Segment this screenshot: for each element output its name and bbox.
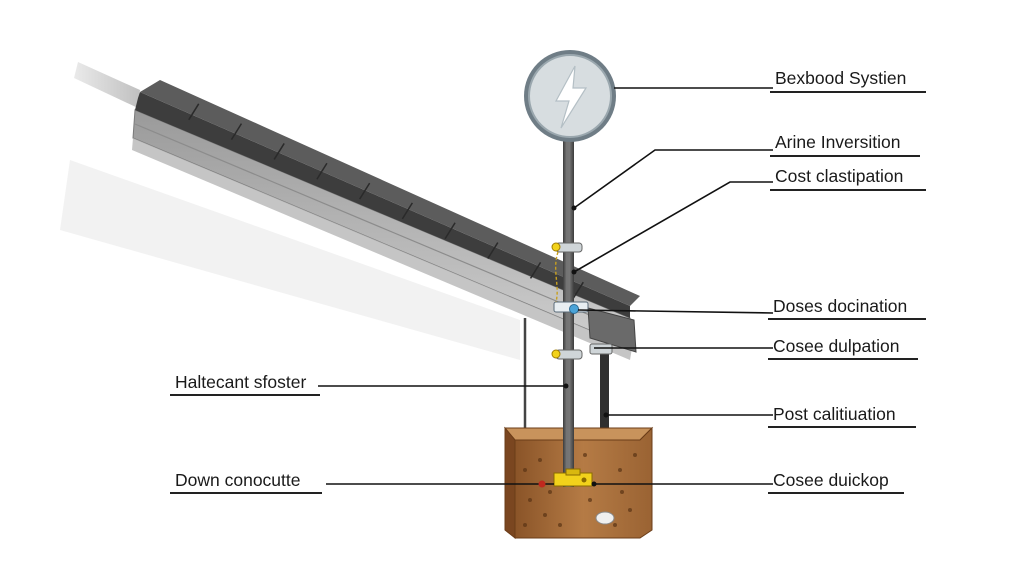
beam-supports: [523, 318, 609, 490]
rail-segment-joint: [487, 242, 499, 259]
underline: [768, 358, 918, 360]
soil-speck: [620, 490, 624, 494]
rail-extension: [74, 62, 140, 108]
leader-r3: [573, 181, 773, 273]
underline: [768, 492, 904, 494]
underline: [770, 91, 926, 93]
label-doses-docination: Doses docination: [773, 296, 908, 316]
rail-end: [587, 307, 637, 353]
rail-segment-joint: [188, 103, 200, 121]
leader-r2: [573, 149, 773, 209]
soil-speck: [538, 458, 542, 462]
leader-dots: [563, 205, 609, 487]
rail-segments: [188, 103, 584, 299]
label-haltecant-sfoster: Haltecant sfoster: [175, 372, 307, 392]
leader-r4: [577, 309, 774, 314]
soil-speck: [633, 453, 637, 457]
underline: [768, 426, 916, 428]
rail-segment-joint: [444, 222, 456, 240]
rail-segment-joint: [359, 182, 371, 200]
underline: [770, 155, 920, 157]
lightning-sign: [524, 50, 616, 142]
background-shadow: [60, 160, 520, 360]
rail-top: [135, 80, 640, 318]
label-arine-inversition: Arine Inversition: [775, 132, 901, 152]
label-cosee-dulpation: Cosee dulpation: [773, 336, 900, 356]
label-bexbood-systien: Bexbood Systien: [775, 68, 907, 88]
soil-speck: [523, 468, 527, 472]
soil-speck: [543, 513, 547, 517]
rail-segment-joint: [572, 281, 584, 299]
soil-speck: [628, 508, 632, 512]
red-marker: [538, 480, 546, 488]
soil-speck: [583, 453, 587, 457]
rail-segment-joint: [529, 261, 542, 279]
ground-clamp: [553, 468, 593, 487]
rail-segment-joint: [401, 202, 413, 220]
label-post-calitiuation: Post calitiuation: [773, 404, 896, 424]
rail-segment-joint: [316, 162, 328, 180]
underline: [770, 189, 926, 191]
soil-speck: [613, 523, 617, 527]
leader-lines: [318, 87, 774, 485]
soil-speck: [588, 498, 592, 502]
label-cosee-duickop: Cosee duickop: [773, 470, 889, 490]
underline: [768, 318, 926, 320]
underline: [170, 394, 320, 396]
soil-speck: [558, 523, 562, 527]
soil-speck: [548, 490, 552, 494]
support-beam: [132, 109, 633, 360]
soil-speck: [523, 523, 527, 527]
label-down-conocutte: Down conocutte: [175, 470, 301, 490]
soil-texture: [523, 453, 637, 527]
soil-speck: [528, 498, 532, 502]
rail-segment-joint: [273, 143, 285, 160]
rail-segment-joint: [230, 123, 243, 141]
soil-speck: [618, 468, 622, 472]
lightning-bolt-icon: [554, 65, 588, 129]
label-cost-clastipation: Cost clastipation: [775, 166, 904, 186]
ground-rod-tip: [595, 511, 615, 525]
underline: [170, 492, 322, 494]
